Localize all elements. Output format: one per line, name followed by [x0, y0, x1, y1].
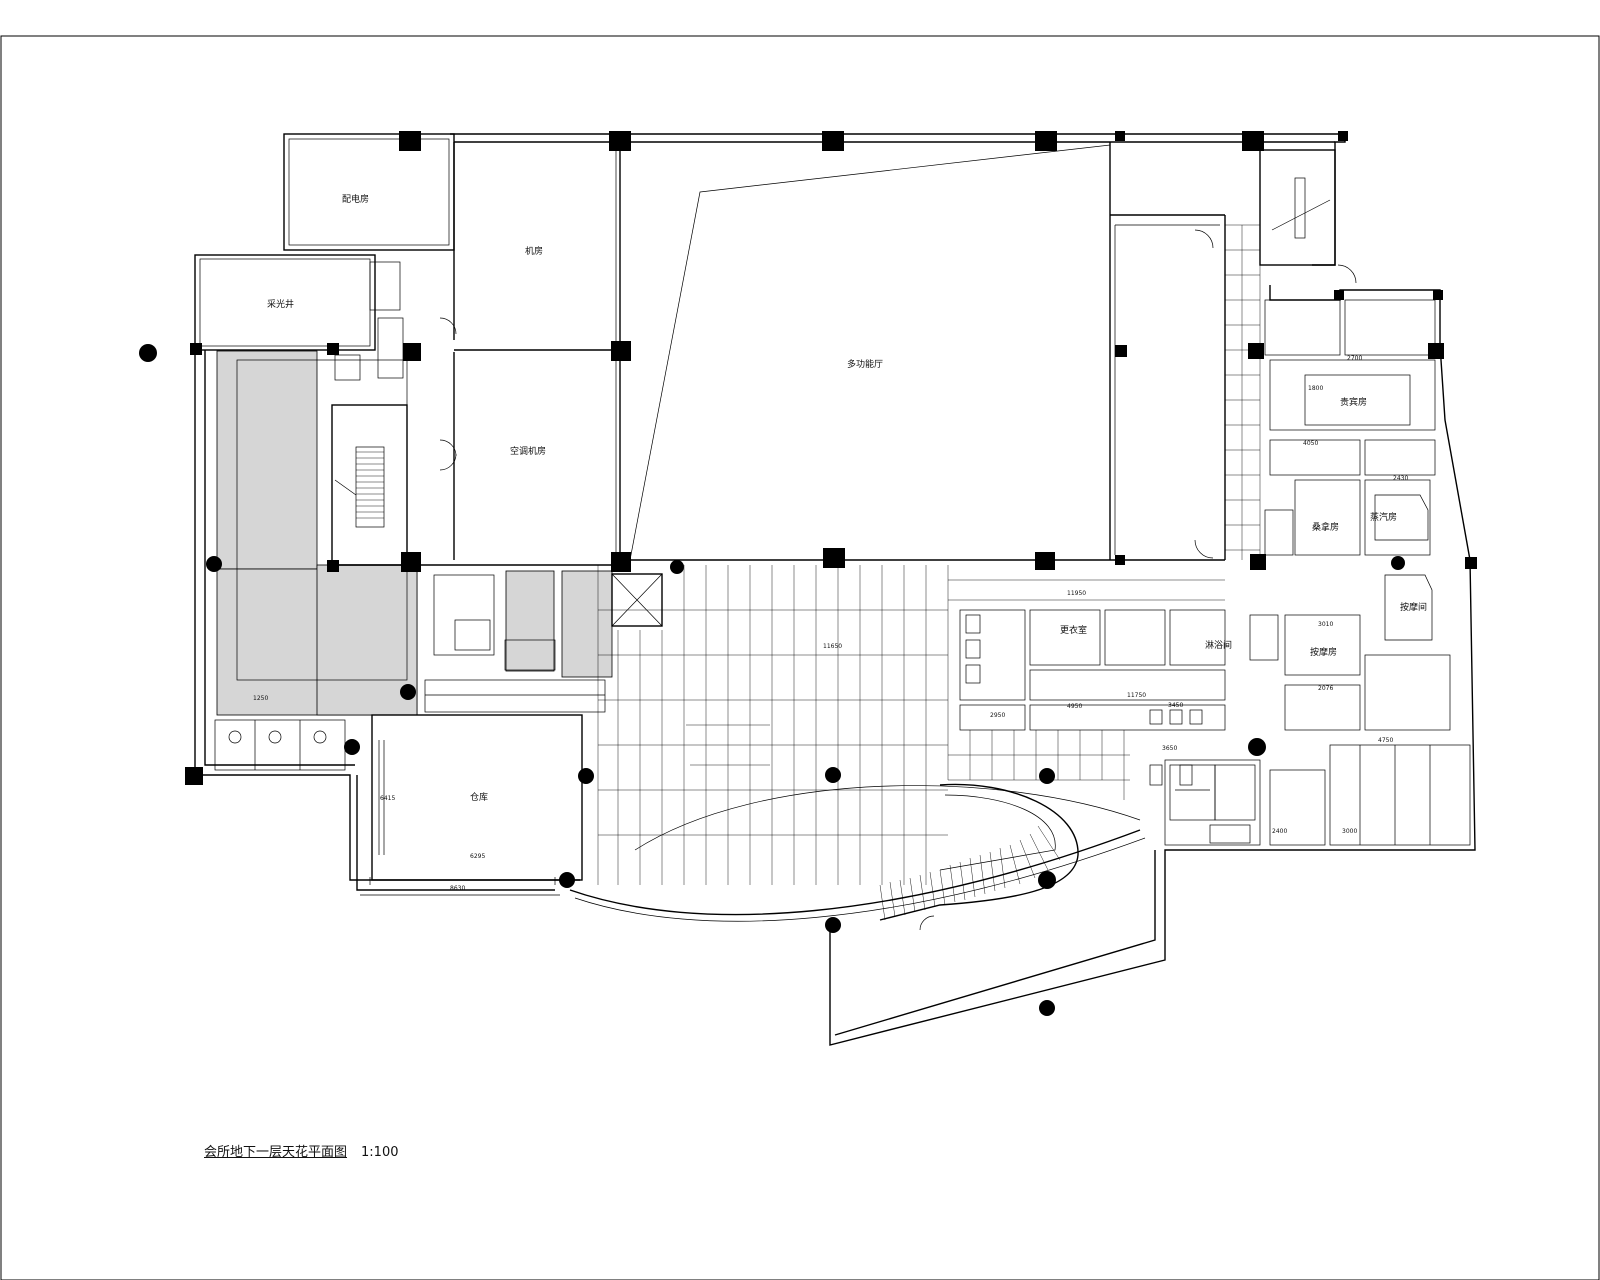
- door-swings: [439, 229, 1357, 931]
- outer-walls: [194, 133, 1476, 1046]
- tile-grid-lobby: [597, 565, 1225, 885]
- dim-2950: 2950: [990, 712, 1005, 719]
- room-labels: 配电房 采光井 机房 多功能厅 空调机房 仓库 更衣室 淋浴间 桑拿房 蒸汽房 …: [267, 193, 1427, 803]
- steam-outline: [1364, 479, 1431, 556]
- label-air-room: 空调机房: [510, 445, 546, 457]
- light-well-outline: [194, 254, 376, 351]
- caption-title: 会所地下一层天花平面图: [204, 1145, 348, 1160]
- dim-4750: 4750: [1378, 737, 1393, 744]
- label-changing-room: 更衣室: [1060, 624, 1087, 636]
- stair-2-outline: [1259, 149, 1336, 266]
- dim-4050: 4050: [1303, 440, 1318, 447]
- multi-function-hall: [620, 142, 1226, 561]
- dim-6295: 6295: [470, 853, 485, 860]
- label-vip: 贵宾房: [1340, 396, 1367, 408]
- vip-room-outline: [1269, 359, 1436, 431]
- elevator: [611, 573, 663, 627]
- drawing-caption: 会所地下一层天花平面图 1:100: [204, 1141, 398, 1160]
- storage-room-outline: [371, 714, 583, 881]
- dim-1800: 1800: [1308, 385, 1323, 392]
- label-steam: 蒸汽房: [1370, 511, 1397, 523]
- sheet-border: [0, 35, 1600, 1280]
- label-equipment-room: 配电房: [342, 193, 369, 205]
- left-partitions: [214, 142, 663, 881]
- east-spa-block: [1164, 149, 1471, 846]
- caption-scale: 1:100: [361, 1145, 399, 1160]
- dim-1250: 1250: [253, 695, 268, 702]
- equipment-room-outline: [283, 133, 455, 251]
- dim-11650: 11650: [823, 643, 842, 650]
- label-massage-1: 按摩房: [1310, 646, 1337, 658]
- label-sauna: 桑拿房: [1312, 521, 1339, 533]
- dim-3650: 3650: [1162, 745, 1177, 752]
- label-machine-room: 机房: [525, 245, 543, 257]
- label-massage-2: 按摩间: [1400, 601, 1427, 613]
- dim-2076: 2076: [1318, 685, 1333, 692]
- dim-3000: 3000: [1342, 828, 1357, 835]
- dim-6415: 6415: [380, 795, 395, 802]
- central-changing-block: [959, 609, 1279, 786]
- sauna-outline: [1294, 479, 1361, 556]
- label-shower: 淋浴间: [1205, 639, 1232, 651]
- curved-staircase: [569, 783, 1146, 922]
- label-light-well: 采光井: [267, 298, 294, 310]
- dim-8630: 8630: [450, 885, 465, 892]
- stone-finish-areas: [216, 350, 613, 716]
- structural-columns: [139, 131, 1477, 1016]
- dimension-labels: 11950 11650 11750 3450 4950 2950 6295 86…: [253, 355, 1408, 892]
- label-storage: 仓库: [470, 791, 488, 803]
- dim-3010: 3010: [1318, 621, 1333, 628]
- dim-2700: 2700: [1347, 355, 1362, 362]
- dim-11950: 11950: [1067, 590, 1086, 597]
- label-multi-function-hall: 多功能厅: [847, 358, 883, 370]
- stair-1-outline: [331, 404, 408, 566]
- dim-4950: 4950: [1067, 703, 1082, 710]
- dim-3450: 3450: [1168, 702, 1183, 709]
- tile-grid-east-corridor: [1225, 224, 1261, 560]
- dim-2400: 2400: [1272, 828, 1287, 835]
- dim-2430: 2430: [1393, 475, 1408, 482]
- dim-11750: 11750: [1127, 692, 1146, 699]
